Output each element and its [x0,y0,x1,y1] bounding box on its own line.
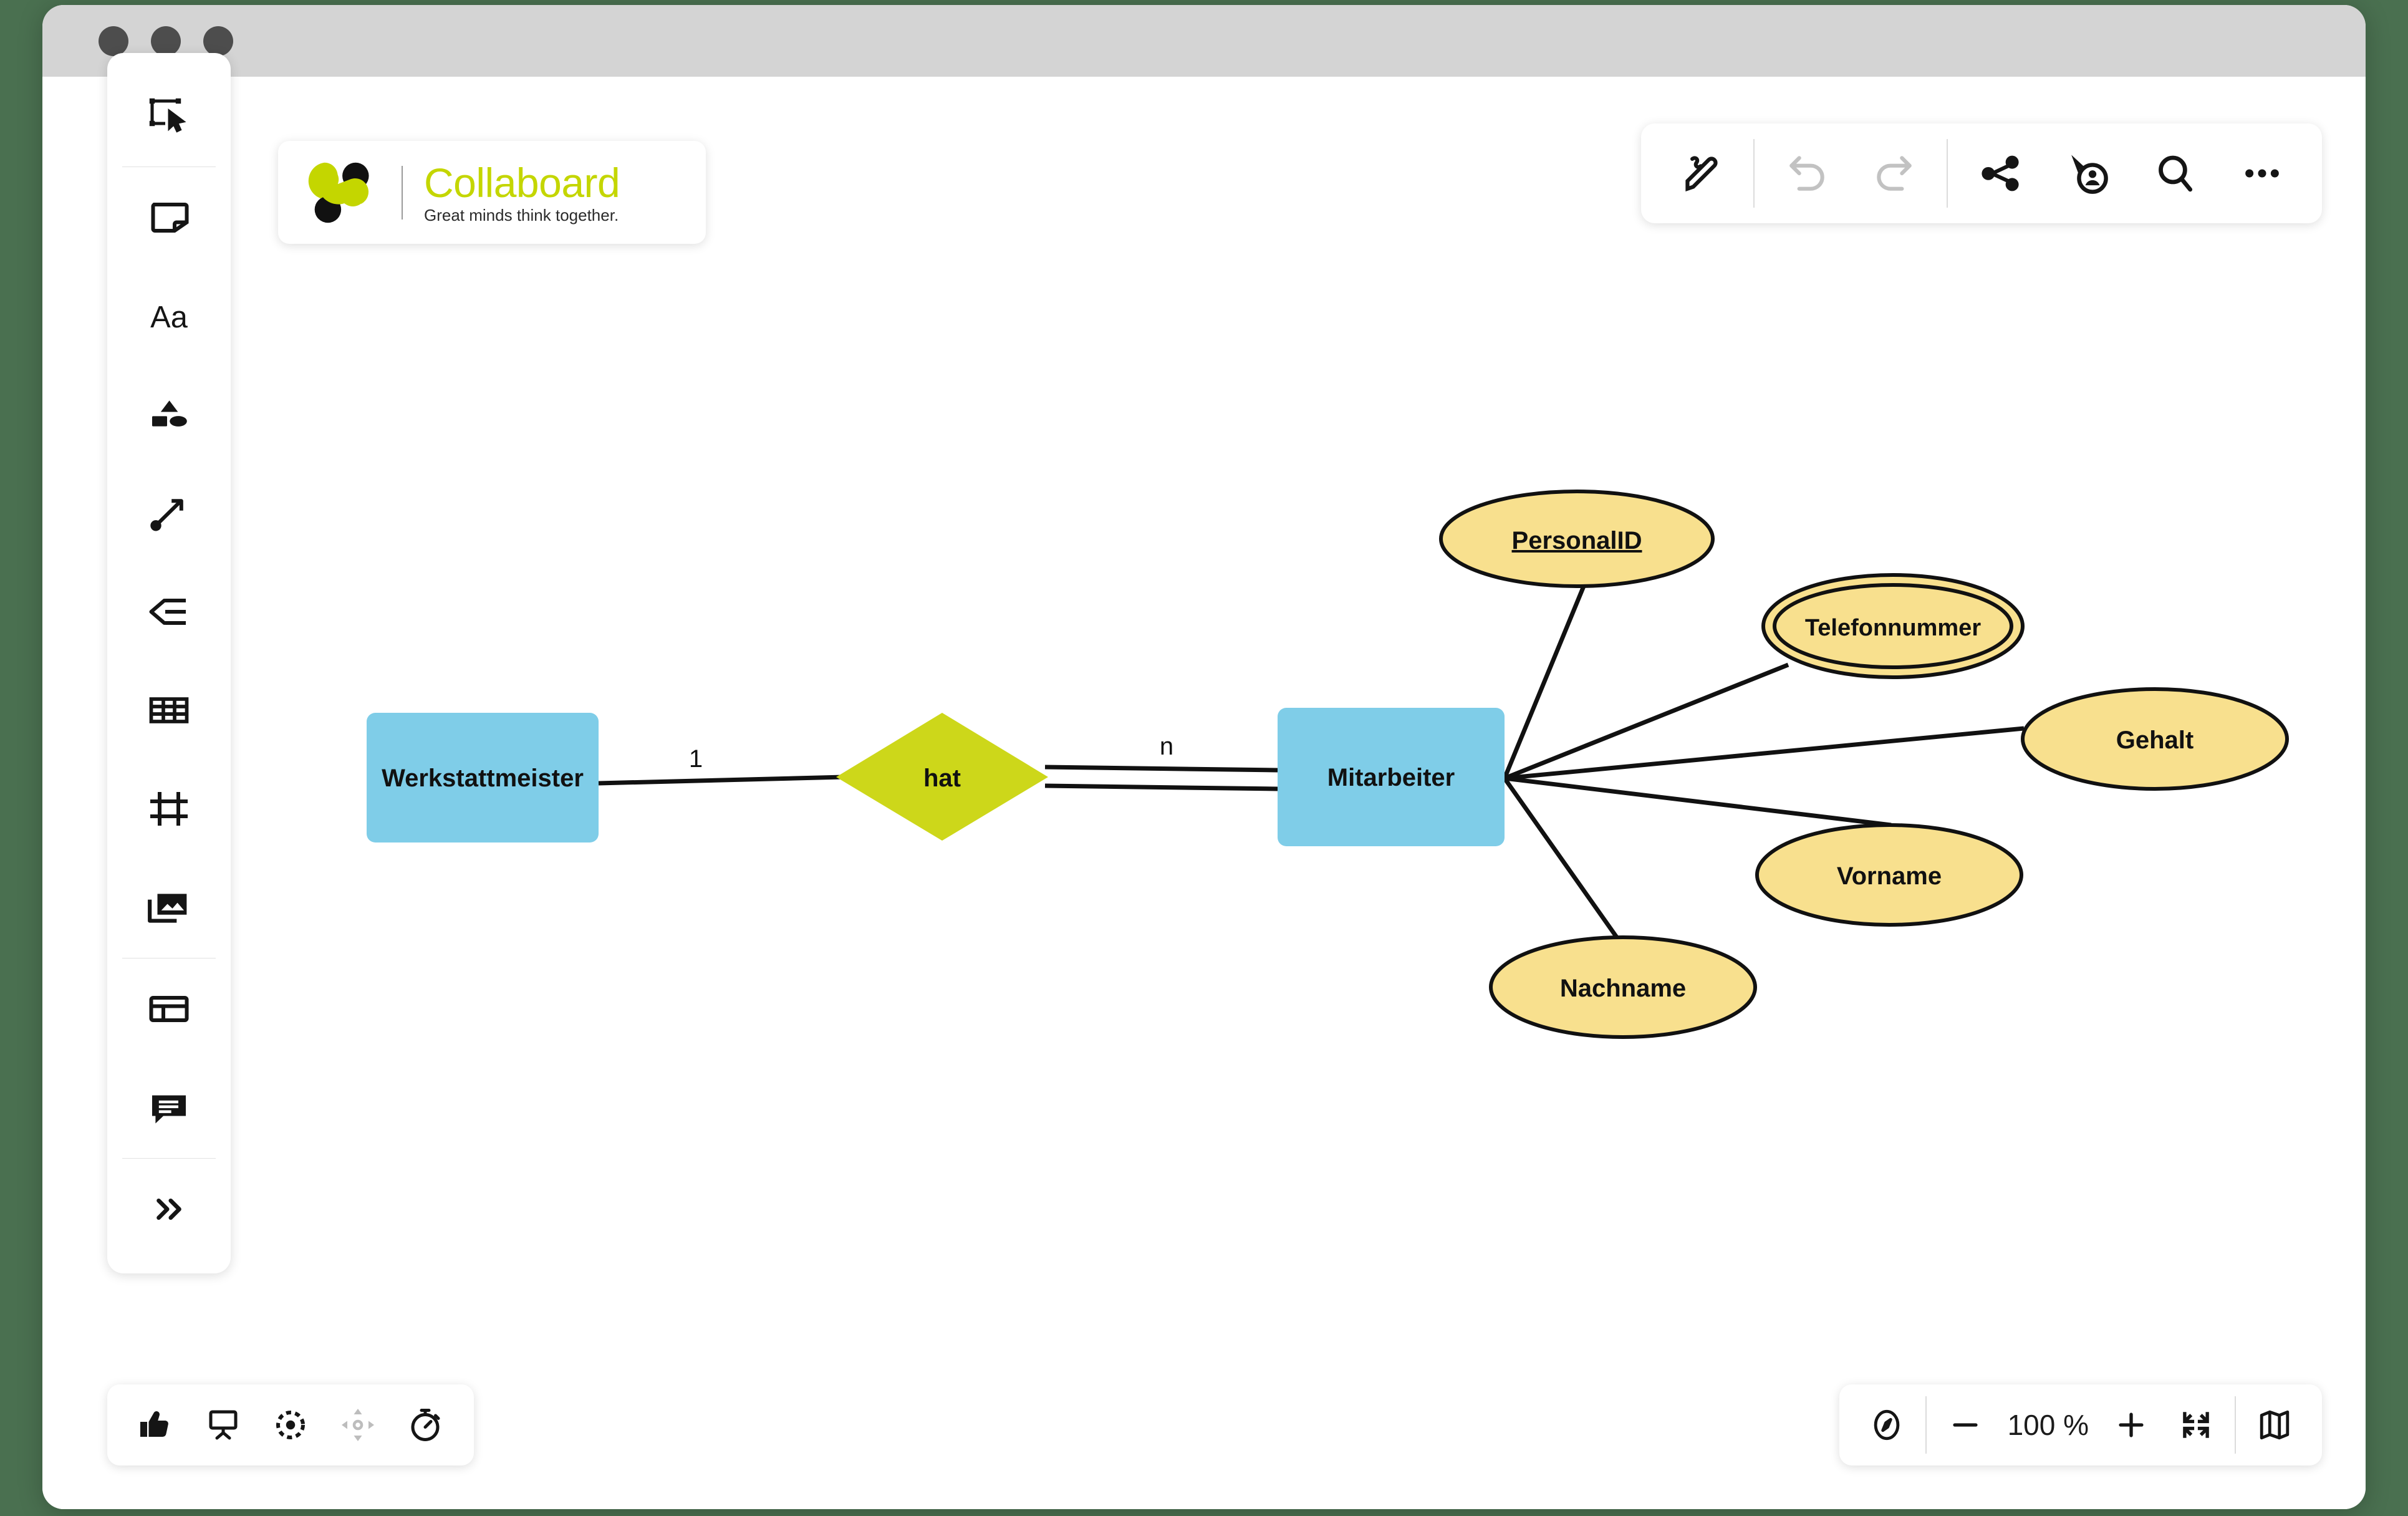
stopwatch-timer-icon [411,1409,440,1441]
focus-button[interactable] [257,1384,324,1465]
zoom-in-button[interactable] [2099,1384,2164,1465]
toolbar-divider-3 [122,1158,216,1159]
toolbar-divider-b [1947,139,1948,208]
navigate-button[interactable] [1854,1384,1919,1465]
zoom-divider-right [2235,1396,2236,1454]
compass-navigate-icon [1874,1409,1899,1441]
minus-icon [1952,1423,1978,1427]
search-magnifier-icon [2159,155,2193,192]
shapes-tool[interactable] [122,365,216,464]
undo-arrow-icon [1789,156,1824,191]
collaboard-logo-card[interactable]: Collaboard Great minds think together. [278,141,706,244]
connector-tool[interactable] [122,464,216,562]
ellipsis-horizontal-icon [2245,169,2279,178]
table-tool[interactable] [122,661,216,760]
zoom-out-button[interactable] [1933,1384,1998,1465]
plus-icon [2119,1412,2144,1437]
text-aa-icon: Aa [150,301,188,334]
toolbar-divider-a [1753,139,1755,208]
image-tool[interactable] [122,858,216,957]
more-tools-button[interactable] [122,1160,216,1258]
redo-arrow-icon [1877,156,1912,191]
pen-tool-button[interactable] [1657,123,1745,223]
fit-to-screen-button[interactable] [2164,1384,2228,1465]
mindmap-list-icon [149,599,186,625]
window-titlebar [42,5,2366,77]
pen-draw-icon [1685,156,1718,191]
select-frame-cursor-icon [149,98,186,133]
template-layout-icon [149,996,189,1022]
collapse-button[interactable] [324,1384,392,1465]
bottom-left-toolbar [107,1384,474,1465]
collapse-arrows-icon [342,1409,374,1441]
template-tool[interactable] [122,960,216,1058]
mindmap-tool[interactable] [122,562,216,661]
application-window: 1 n Werkstattmeister hat Mitarbeiter Per… [42,5,2366,1509]
sticky-note-tool[interactable] [122,168,216,267]
minimize-window-button[interactable] [151,26,181,56]
zoom-divider-left [1925,1396,1927,1454]
share-button[interactable] [1957,123,2044,223]
select-tool[interactable] [122,67,216,165]
cursor-user-icon [2071,155,2108,194]
reactions-button[interactable] [122,1384,190,1465]
image-gallery-icon [148,894,187,923]
undo-button[interactable] [1763,123,1851,223]
collaboard-logo-icon [308,162,369,223]
presentation-button[interactable] [190,1384,257,1465]
zoom-level-label[interactable]: 100 % [2007,1409,2089,1441]
arrow-diagonal-icon [150,499,183,531]
presence-button[interactable] [2044,123,2131,223]
chevron-double-right-icon [157,1198,181,1220]
frame-tool[interactable] [122,760,216,858]
top-right-toolbar [1641,123,2322,223]
fit-to-screen-icon [2183,1412,2209,1438]
comment-bubble-icon [152,1095,186,1124]
minimap-button[interactable] [2242,1384,2307,1465]
brand-tagline: Great minds think together. [424,205,619,225]
more-options-button[interactable] [2218,123,2306,223]
shapes-icon [152,400,187,427]
share-nodes-icon [1982,155,2019,191]
left-tool-sidebar: Aa [107,53,231,1273]
table-grid-icon [149,697,189,723]
thumbs-up-icon [140,1411,168,1437]
logo-divider [402,165,403,220]
presentation-board-icon [209,1410,238,1440]
search-button[interactable] [2131,123,2218,223]
focus-target-icon [276,1411,305,1439]
map-icon [2260,1410,2290,1440]
timer-button[interactable] [392,1384,459,1465]
brand-name: Collaboard [424,159,620,206]
whiteboard-canvas[interactable] [42,77,2366,1509]
redo-button[interactable] [1851,123,1938,223]
bottom-right-zoom-toolbar: 100 % [1839,1384,2322,1465]
close-window-button[interactable] [99,26,128,56]
comment-tool[interactable] [122,1058,216,1157]
svg-text:Aa: Aa [150,301,188,334]
frame-icon [150,792,188,826]
sticky-note-icon [151,203,189,233]
text-tool[interactable]: Aa [122,267,216,365]
maximize-window-button[interactable] [203,26,233,56]
